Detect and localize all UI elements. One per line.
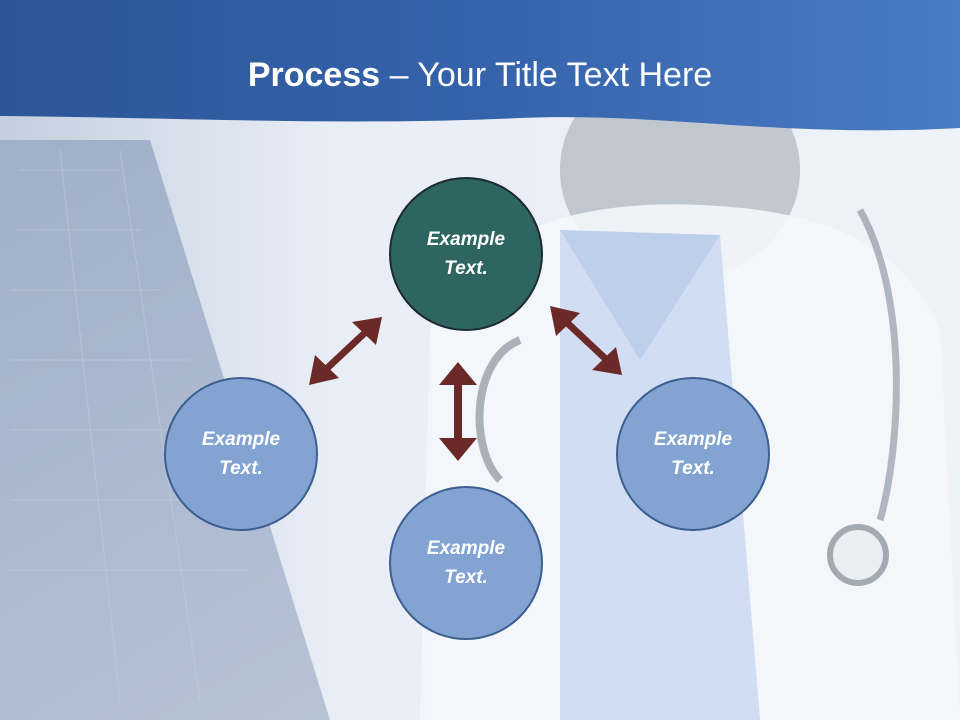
slide-title: Process – Your Title Text Here xyxy=(0,52,960,98)
node-left-line1: Example xyxy=(201,429,281,450)
process-node-left: Example Text. xyxy=(164,377,318,531)
node-left-line2: Text. xyxy=(219,458,263,479)
process-node-bottom: Example Text. xyxy=(389,486,543,640)
node-right-line2: Text. xyxy=(671,458,715,479)
process-node-right: Example Text. xyxy=(616,377,770,531)
process-node-top: Example Text. xyxy=(389,177,543,331)
title-rest: – Your Title Text Here xyxy=(380,56,713,94)
node-right-line1: Example xyxy=(653,429,733,450)
node-bottom-line1: Example xyxy=(426,538,506,559)
node-top-line1: Example xyxy=(426,229,506,250)
node-bottom-line2: Text. xyxy=(444,567,488,588)
title-bold: Process xyxy=(247,56,381,94)
node-top-line2: Text. xyxy=(444,258,488,279)
